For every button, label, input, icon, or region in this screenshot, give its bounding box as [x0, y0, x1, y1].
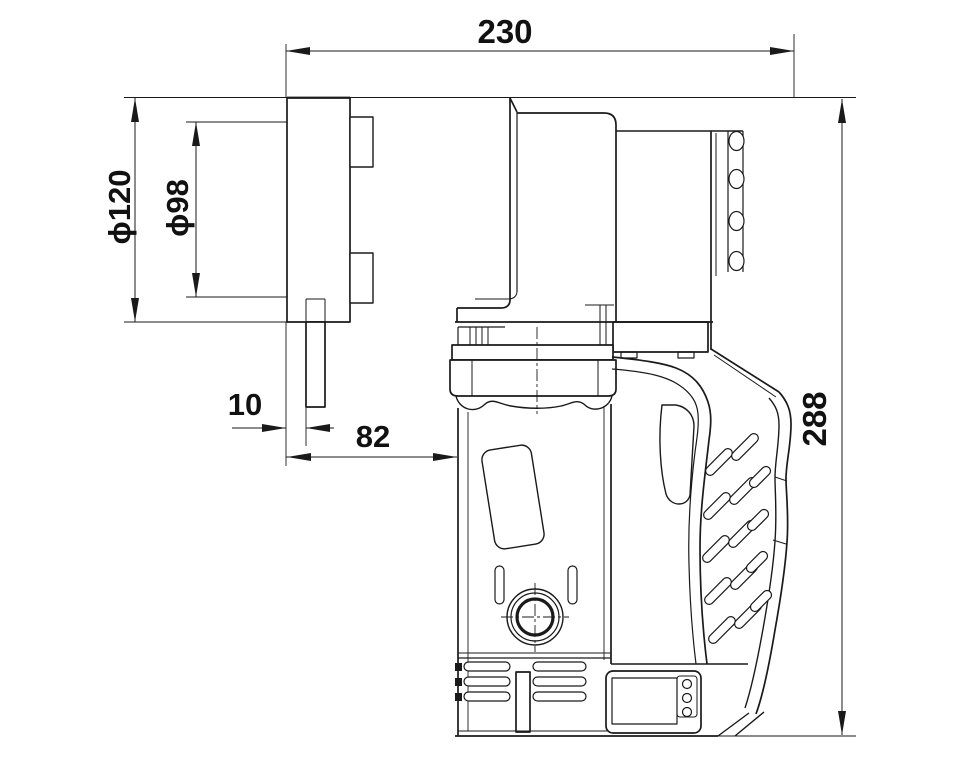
collar-ring-upper: [451, 344, 614, 361]
handle-front-edge-inner: [611, 368, 699, 665]
body-label-plate: [481, 444, 545, 550]
control-panel: [605, 670, 702, 734]
dim-outer-diameter-label: ϕ120: [102, 170, 137, 245]
base-section: [605, 663, 765, 737]
gear-head-tab-top: [349, 116, 374, 168]
lower-body: [455, 404, 718, 737]
collar-scallop-edge: [455, 395, 613, 411]
dim-inner-diameter-label: ϕ98: [160, 179, 195, 237]
vent-slot-left: [494, 565, 505, 605]
gear-head: [286, 97, 374, 408]
collar-flange: [449, 304, 713, 414]
dim-head-length-label: 82: [356, 419, 390, 454]
panel-button-3: [681, 706, 693, 718]
motor-housing-front-block: [517, 112, 617, 322]
dimension-lines: [131, 47, 846, 735]
gear-head-outline: [286, 97, 351, 323]
handle-front-edge-outer: [611, 356, 712, 665]
square-drive-shaft: [305, 321, 326, 408]
dimension-labels: 230 ϕ120 ϕ98 10 82 288: [102, 13, 833, 454]
vent-slot-right: [567, 565, 578, 605]
grip-vent-ribs: [702, 433, 773, 644]
dim-offset-label: 10: [228, 387, 262, 422]
dim-total-height-label: 288: [796, 391, 833, 446]
battery-latch-bar: [515, 671, 531, 733]
handle-rear-edge-inner: [744, 397, 780, 709]
handle: [611, 348, 792, 715]
vent-slats: [455, 661, 587, 702]
panel-button-2: [681, 692, 693, 704]
panel-button-1: [681, 678, 693, 690]
gear-head-tab-bottom: [349, 252, 374, 304]
motor-housing: [517, 112, 745, 359]
socket-port: [501, 583, 569, 652]
rear-connector-bumps: [728, 130, 745, 272]
trigger: [659, 404, 695, 505]
dim-total-length-label: 230: [477, 13, 532, 50]
extension-lines: [124, 34, 856, 737]
body-front-panel: [456, 97, 518, 322]
handle-mount-block: [612, 321, 709, 353]
handle-rear-edge-outer: [755, 391, 792, 715]
collar-ring-lower: [449, 359, 617, 397]
